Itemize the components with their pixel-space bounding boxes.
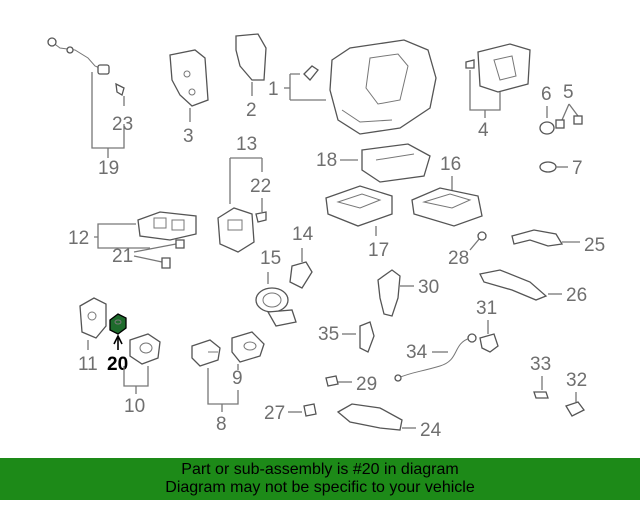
part-22-clip [255, 211, 267, 223]
part-10-socket [129, 333, 161, 365]
part-13-switch-module [217, 207, 255, 253]
callout-20: 20 [107, 354, 128, 375]
callout-17: 17 [368, 240, 389, 261]
part-27-clip [303, 403, 317, 417]
part-1-console-body [329, 39, 437, 135]
info-banner: Part or sub-assembly is #20 in diagram D… [0, 458, 640, 500]
callout-25: 25 [584, 235, 605, 256]
callout-3: 3 [183, 126, 194, 147]
part-3-bracket [169, 49, 209, 107]
callout-34: 34 [406, 342, 428, 363]
callout-18: 18 [316, 150, 337, 171]
callout-23: 23 [112, 114, 133, 135]
callout-33: 33 [530, 354, 551, 375]
part-29-clip [325, 375, 339, 387]
part-26-side-trim [479, 269, 548, 301]
part-15-socket-ring [255, 287, 297, 327]
callout-9: 9 [232, 368, 243, 389]
callout-5: 5 [563, 82, 574, 103]
part-21-bulbs [161, 239, 185, 269]
callout-13: 13 [236, 134, 257, 155]
callout-14: 14 [292, 224, 314, 245]
part-33-pin [533, 391, 549, 399]
callout-2: 2 [246, 100, 257, 121]
callout-10: 10 [124, 396, 145, 417]
part-4-clip [465, 59, 475, 69]
part-32-plug [565, 401, 585, 417]
callout-35: 35 [318, 324, 339, 345]
exploded-parts-diagram: 19 23 3 2 1 [47, 33, 605, 441]
callout-29: 29 [356, 374, 377, 395]
part-14-lighter [289, 261, 313, 289]
callout-15: 15 [260, 248, 281, 269]
part-8-connector [191, 339, 221, 367]
callout-26: 26 [566, 285, 587, 306]
banner-line-1: Part or sub-assembly is #20 in diagram [181, 461, 459, 478]
callout-4: 4 [478, 120, 489, 141]
part-20-highlighted-bulb [109, 313, 127, 335]
part-24-base-plate [336, 403, 403, 431]
part-18-tray [361, 143, 431, 183]
callout-1: 1 [268, 79, 279, 100]
part-12-switch-panel [137, 211, 197, 241]
callout-30: 30 [418, 277, 439, 298]
callout-12: 12 [68, 228, 89, 249]
callout-28: 28 [448, 248, 469, 269]
part-17-ashtray [325, 185, 393, 227]
part-19-wire-harness [47, 37, 110, 75]
part-7-cap [539, 161, 557, 173]
callout-11: 11 [78, 354, 98, 375]
part-16-storage-bin [411, 187, 483, 227]
part-31-bracket [479, 333, 499, 353]
callout-19: 19 [98, 158, 119, 179]
banner-line-2: Diagram may not be specific to your vehi… [165, 479, 475, 496]
callout-27: 27 [264, 403, 285, 424]
part-4-shift-plate [477, 43, 531, 93]
part-25-trim-strip [511, 229, 564, 247]
callout-22: 22 [250, 176, 271, 197]
callout-21: 21 [112, 246, 133, 267]
callout-16: 16 [440, 154, 461, 175]
callout-8: 8 [216, 414, 227, 435]
part-5-pins [555, 115, 583, 129]
part-9-lamp-socket [231, 331, 265, 363]
part-34-cable [394, 333, 477, 382]
part-30-shift-knob [377, 269, 401, 317]
part-23-clip [115, 82, 125, 96]
callout-7: 7 [572, 158, 583, 179]
part-28-clip [477, 231, 487, 241]
callout-32: 32 [566, 370, 587, 391]
part-11-socket-housing [79, 297, 107, 339]
callout-24: 24 [420, 420, 442, 441]
part-6-button [539, 121, 555, 135]
part-2-side-panel [235, 33, 267, 81]
part-35-knob-insert [359, 321, 375, 353]
callout-31: 31 [476, 298, 497, 319]
part-1-trim [303, 65, 319, 81]
callout-6: 6 [541, 84, 552, 105]
